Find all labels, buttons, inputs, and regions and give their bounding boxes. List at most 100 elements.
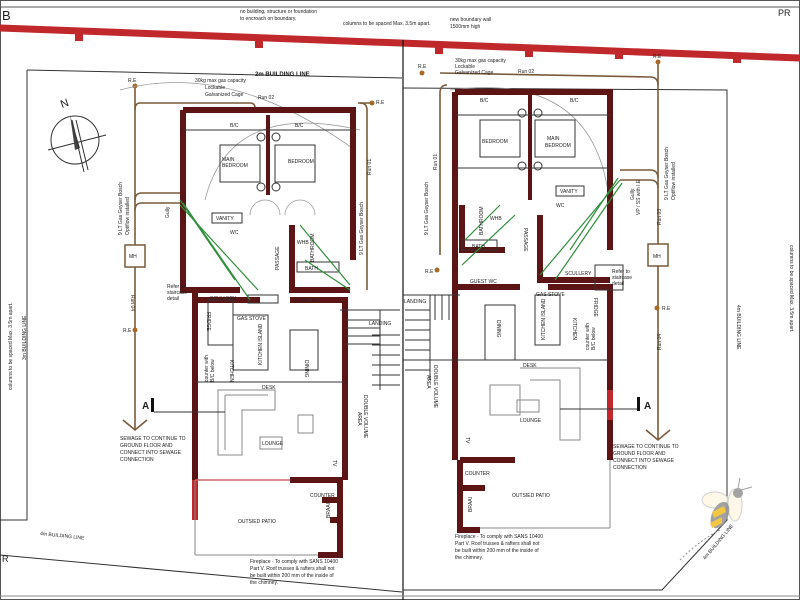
geyser-note: 9 LT Gas Geyser Bosch <box>424 182 430 235</box>
room-label-counter: COUNTER <box>310 493 335 499</box>
fireplace-note: the chimney. <box>250 580 278 586</box>
room-label-desk: DESK <box>262 385 276 391</box>
gas-cage-note: Lockable <box>205 85 225 91</box>
room-label-landing: LANDING <box>404 299 426 305</box>
sewage-note: SEWAGE TO CONTINUE TO <box>613 444 679 450</box>
staircase-ref-note: Refer to <box>167 284 185 290</box>
room-label-double-volume: AREA <box>356 412 362 426</box>
manhole-label: MH <box>653 254 661 260</box>
boundary-wall-note: 1500mm high <box>450 24 481 30</box>
room-label-landing: LANDING <box>369 321 391 327</box>
fireplace-note: the chimney. <box>455 555 483 561</box>
room-label-whb: WHB <box>490 216 502 222</box>
geyser-note: Optiflow installed <box>125 197 131 235</box>
room-label-guest-wc: GUEST WC <box>293 298 320 304</box>
fireplace-note: be built within 200 mm of the inside of <box>250 573 334 579</box>
fireplace-note: Part V. Roof trusses & rafters shall not <box>455 541 540 547</box>
counter-note: B/C below <box>591 327 597 350</box>
site-outline-left <box>0 70 28 521</box>
manhole-label: MH <box>129 254 137 260</box>
run-label: Run 03 <box>657 209 663 225</box>
room-label-double-volume: DOUBLE VOLUME <box>432 365 438 409</box>
run-label: Run 02 <box>518 69 534 75</box>
room-label-fridge: FRIDGE <box>592 298 598 318</box>
geyser-note: Optiflow installed <box>671 162 677 200</box>
section-marker <box>637 397 640 411</box>
left-unit <box>119 82 400 558</box>
run-label: Run 01 <box>367 159 373 175</box>
staircase-ref-note: detail <box>612 281 624 287</box>
site-outline-right <box>402 87 728 591</box>
room-label-bath: BATH <box>472 244 485 250</box>
sewage-note: GROUND FLOOR AND <box>613 451 666 457</box>
boundary-note: no building, structure or foundation <box>240 9 317 15</box>
room-label-dining: DINING <box>303 360 309 378</box>
right-unit <box>403 59 671 533</box>
room-label-gas-stove: GAS STOVE <box>237 316 266 322</box>
room-label-fridge: FRIDGE <box>205 312 211 332</box>
room-label-lounge: LOUNGE <box>262 441 284 447</box>
room-label-passage: PASSAGE <box>275 246 281 270</box>
sheet-corner-label: PR <box>778 8 791 18</box>
right-unit-labels: 30kg max gas capacity Lockable Galvanize… <box>404 54 679 561</box>
sewage-note: CONNECTION <box>120 457 154 463</box>
room-label-bic: B/C <box>570 98 579 104</box>
geyser-note: 9 LT Gas Geyser Bosch <box>118 182 124 235</box>
room-label-tv: TV <box>464 437 470 444</box>
room-label-scullery: SCULLERY <box>210 296 237 302</box>
gas-cage-note: 30kg max gas capacity <box>455 58 506 64</box>
room-label-kitchen-island: KITCHEN ISLAND <box>541 298 547 340</box>
counter-note: B/C below <box>210 359 216 382</box>
sewage-note: CONNECT INTO SEWAGE <box>120 450 182 456</box>
room-label-main-bedroom: MAIN <box>222 157 235 163</box>
rodding-eye-label: R.E <box>128 78 137 84</box>
geyser-note: 9 LT Gas Geyser Bosch <box>664 147 670 200</box>
gas-cage-note: Galvanized Cage <box>205 92 244 98</box>
room-label-whb: WHB <box>297 240 309 246</box>
room-label-desk: DESK <box>523 363 537 369</box>
fireplace-note: Part V. Roof trusses & rafters shall not <box>250 566 335 572</box>
staircase-ref-note: staircase <box>612 275 632 281</box>
fireplace-note: Fireplace - To comply with SANS 10400 <box>455 534 543 540</box>
rodding-eye-label: R.E <box>653 54 662 60</box>
room-label-wc: WC <box>230 230 239 236</box>
sheet-corner-label: B <box>2 8 11 23</box>
section-marker-label: A <box>142 401 149 412</box>
run-label: Run 04 <box>129 295 135 311</box>
rodding-eye-label: R.E <box>425 269 434 275</box>
room-label-kitchen-island: KITCHEN ISLAND <box>258 323 264 365</box>
run-label: Run 01 <box>433 154 439 170</box>
room-label-wc: WC <box>556 203 565 209</box>
room-label-kitchen: KITCHEN <box>571 318 577 340</box>
room-label-bath: BATH <box>305 266 318 272</box>
building-line-label: 4m BUILDING LINE <box>735 305 741 350</box>
column-spacing-note: columns to be spaced Max. 3.5m apart. <box>343 21 431 27</box>
gas-cage-note: Galvanized Cage <box>455 70 494 76</box>
sewage-note: SEWAGE TO CONTINUE TO <box>120 436 186 442</box>
boundary-note: to encroach on boundary. <box>240 16 296 22</box>
room-label-tv: TV <box>331 460 337 467</box>
building-line-4m <box>0 554 403 593</box>
sewage-note: CONNECT INTO SEWAGE <box>613 458 675 464</box>
staircase-ref-note: staircase <box>167 290 187 296</box>
bee-logo-icon <box>679 477 753 561</box>
sewage-note: CONNECTION <box>613 465 647 471</box>
building-line-label: 3m BUILDING LINE <box>22 315 28 360</box>
gas-cage-note: 30kg max gas capacity <box>195 78 246 84</box>
room-label-counter: COUNTER <box>465 471 490 477</box>
room-label-bic: B/C <box>295 123 304 129</box>
building-line-label: 2m BUILDING LINE <box>255 72 310 78</box>
manhole <box>124 244 146 268</box>
staircase-ref-note: detail <box>167 296 179 302</box>
room-label-braai: BRAAI <box>326 503 332 518</box>
north-compass-icon <box>47 115 107 173</box>
section-marker <box>151 398 154 412</box>
run-label: Run 02 <box>258 95 274 101</box>
room-label-guest-wc: GUEST WC <box>470 279 497 285</box>
side-note: columns to be spaced Max. 3.5m apart. <box>8 302 14 390</box>
geyser-note: 9 LT Gas Geyser Bosch <box>359 202 365 255</box>
room-label-outside-patio: OUTSIED PATIO <box>512 493 550 499</box>
section-marker-label: A <box>644 401 651 412</box>
boundary-wall <box>0 24 800 63</box>
